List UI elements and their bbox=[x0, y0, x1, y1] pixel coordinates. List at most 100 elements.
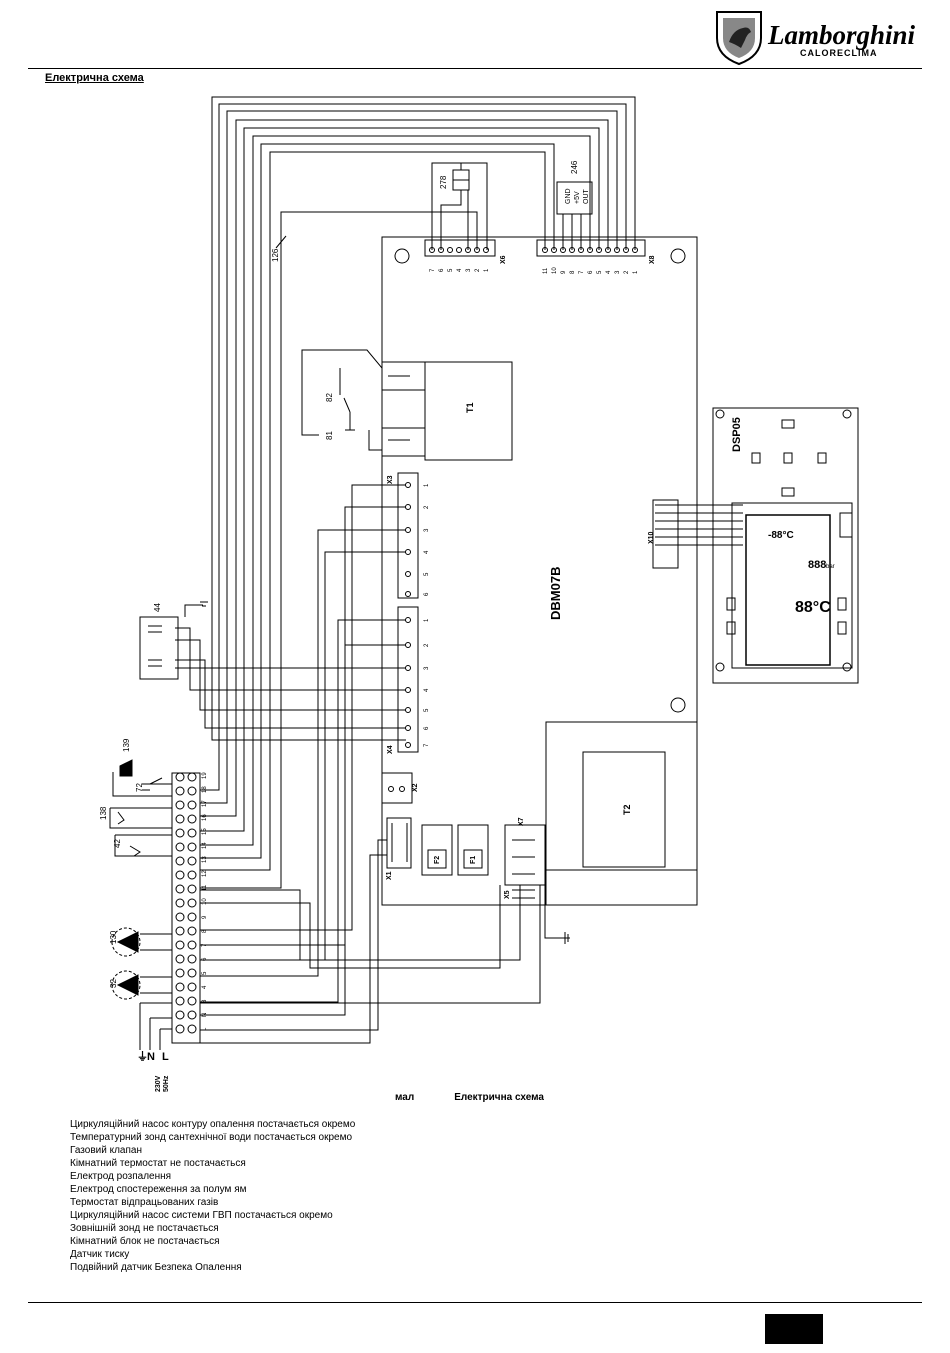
component-82-number: 82 bbox=[325, 393, 334, 402]
f2-label: F2 bbox=[434, 856, 441, 864]
terminal-number: 8 bbox=[202, 929, 208, 933]
x3-pin-number: 5 bbox=[424, 572, 430, 576]
terminal-number: 18 bbox=[202, 786, 208, 793]
component-44-number: 44 bbox=[153, 603, 162, 612]
dhw-probe-42 bbox=[129, 845, 141, 857]
x8-pin-number: 5 bbox=[597, 270, 603, 274]
t1-label: T1 bbox=[465, 402, 475, 413]
x3-pin-number: 3 bbox=[424, 528, 430, 532]
x4-pin-number: 5 bbox=[424, 708, 430, 712]
terminal-number: 14 bbox=[202, 842, 208, 849]
x8-pin-number: 3 bbox=[615, 270, 621, 274]
brand-logo bbox=[716, 11, 762, 66]
double-sensor-44 bbox=[139, 616, 179, 680]
component-130-number: 130 bbox=[109, 930, 118, 944]
legend-item: Кімнатний блок не постачається bbox=[70, 1236, 220, 1247]
frequency-label: 50Hz bbox=[163, 1075, 170, 1092]
x6-pin-holes bbox=[429, 247, 489, 253]
room-thermostat-72 bbox=[149, 777, 163, 785]
terminal-number: 10 bbox=[202, 898, 208, 905]
earth-symbol: ⏚ bbox=[137, 1050, 148, 1063]
display-board-label: DSP05 bbox=[731, 417, 743, 452]
terminal-number: 11 bbox=[202, 884, 208, 891]
terminal-number: 17 bbox=[202, 800, 208, 807]
x4-connector bbox=[397, 606, 419, 753]
x8-pin-number: 11 bbox=[543, 267, 549, 274]
brand-name: Lamborghini bbox=[768, 20, 916, 50]
x8-pin-number: 6 bbox=[588, 270, 594, 274]
legend-item: Циркуляційний насос контуру опалення пос… bbox=[70, 1119, 356, 1130]
sensor-5v-label: +5V bbox=[574, 191, 581, 204]
x4-pin-holes bbox=[405, 617, 411, 748]
terminal-strip bbox=[171, 772, 201, 1044]
terminal-screws bbox=[175, 772, 197, 1034]
page-title: Електрична схема bbox=[45, 72, 144, 84]
external-probe-138 bbox=[117, 811, 125, 825]
x3-pin-number: 2 bbox=[424, 505, 430, 509]
x6-pin-number: 1 bbox=[484, 268, 490, 272]
sensor-out-label: OUT bbox=[583, 189, 590, 205]
x1-connector bbox=[386, 817, 412, 869]
t2-label: T2 bbox=[622, 804, 632, 815]
x8-pin-number: 8 bbox=[570, 270, 576, 274]
fuse-f1 bbox=[457, 824, 489, 876]
terminal-number: 9 bbox=[202, 915, 208, 919]
switch-126 bbox=[275, 235, 287, 249]
legend-item: Кімнатний термостат не постачається bbox=[70, 1158, 246, 1169]
main-board-outline bbox=[381, 236, 698, 906]
x4-pin-number: 7 bbox=[424, 743, 430, 747]
figure-caption-prefix: мал bbox=[395, 1092, 415, 1103]
display-bar-unit: bar bbox=[826, 564, 835, 570]
x7-connector bbox=[504, 824, 546, 886]
x6-connector bbox=[424, 239, 496, 257]
terminal-number: 12 bbox=[202, 870, 208, 877]
component-246 bbox=[556, 181, 593, 215]
figure-caption-title: Електрична схема bbox=[454, 1092, 544, 1103]
x7-label: X7 bbox=[518, 817, 525, 826]
x6-pin-number: 7 bbox=[430, 268, 436, 272]
x3-connector bbox=[397, 472, 419, 599]
x3-pin-number: 6 bbox=[424, 592, 430, 596]
transformer-t1 bbox=[424, 361, 513, 461]
x6-pin-number: 3 bbox=[466, 268, 472, 272]
live-label: L bbox=[162, 1051, 169, 1063]
x3-pin-holes bbox=[405, 482, 411, 597]
x1-label: X1 bbox=[386, 871, 393, 880]
display-temp-top: -88°C bbox=[768, 530, 794, 541]
f1-label: F1 bbox=[470, 856, 477, 864]
terminal-number: 15 bbox=[202, 828, 208, 835]
footer-rule bbox=[28, 1302, 922, 1303]
component-139-number: 139 bbox=[122, 738, 131, 752]
x8-pin-number: 7 bbox=[579, 270, 585, 274]
x8-pin-number: 9 bbox=[561, 270, 567, 274]
brand-subtitle: CALORECLIMA bbox=[800, 48, 878, 58]
x4-label: X4 bbox=[387, 745, 394, 754]
legend-item: Температурний зонд сантехнічної води пос… bbox=[70, 1132, 353, 1143]
x6-pin-number: 4 bbox=[457, 268, 463, 272]
terminal-number: 13 bbox=[202, 856, 208, 863]
x4-pin-number: 1 bbox=[424, 618, 430, 622]
x6-pin-number: 2 bbox=[475, 268, 481, 272]
legend-item: Подвійний датчик Безпека Опалення bbox=[70, 1262, 242, 1273]
component-278-number: 278 bbox=[439, 175, 448, 189]
x3-pin-number: 1 bbox=[424, 483, 430, 487]
legend-item: Циркуляційний насос системи ГВП постачає… bbox=[70, 1210, 333, 1221]
x5-label: X5 bbox=[504, 890, 511, 899]
component-81-number: 81 bbox=[325, 431, 334, 440]
terminal-number: 7 bbox=[202, 943, 208, 947]
x2-label: X2 bbox=[412, 783, 419, 792]
x8-pin-number: 10 bbox=[552, 267, 558, 274]
wiring-diagram: DBM07B DSP05 T1 T2 F2 F1 X6 X8 X3 X4 X2 … bbox=[99, 96, 859, 1092]
neutral-label: N bbox=[147, 1051, 155, 1063]
component-42-number: 42 bbox=[113, 839, 122, 848]
terminal-number: 19 bbox=[202, 772, 208, 779]
fuse-f2 bbox=[421, 824, 453, 876]
pump-32 bbox=[116, 974, 139, 996]
pump-130 bbox=[116, 931, 139, 953]
terminal-number: 5 bbox=[202, 971, 208, 975]
legend-item: Датчик тиску bbox=[70, 1249, 130, 1260]
